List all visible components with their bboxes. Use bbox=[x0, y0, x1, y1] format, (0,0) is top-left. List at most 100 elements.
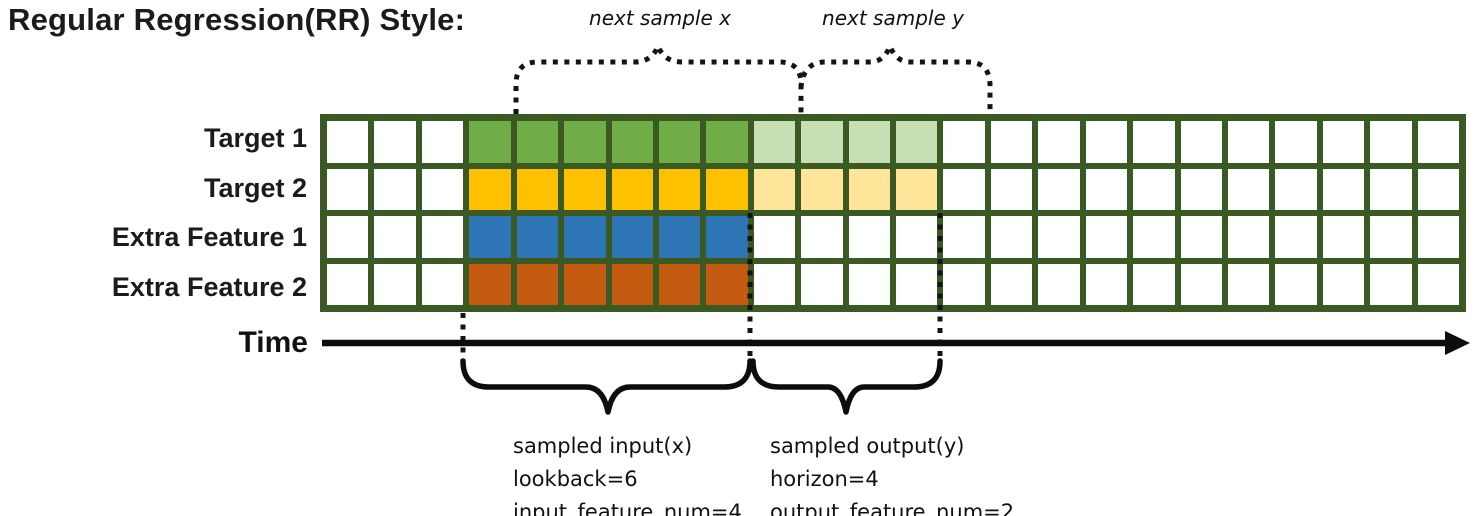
grid-cell bbox=[801, 168, 843, 210]
grid-cell bbox=[1038, 121, 1080, 163]
grid-cell bbox=[1227, 168, 1270, 210]
lookback-line: lookback=6 bbox=[513, 467, 638, 491]
grid-cell bbox=[753, 263, 796, 305]
next-sample-x-brace bbox=[513, 38, 804, 114]
next-sample-y-label: next sample y bbox=[822, 6, 964, 30]
grid-cell bbox=[374, 263, 416, 305]
grid-cell bbox=[421, 263, 464, 305]
grid-cell bbox=[1180, 121, 1222, 163]
row-label-extra1: Extra Feature 1 bbox=[111, 222, 307, 253]
grid-cell bbox=[564, 263, 606, 305]
grid-cell bbox=[421, 216, 464, 258]
sampled-output-brace bbox=[750, 358, 943, 415]
grid-cell bbox=[658, 263, 701, 305]
grid-cell bbox=[469, 168, 511, 210]
grid-cell bbox=[516, 263, 559, 305]
grid-cell bbox=[1322, 121, 1365, 163]
grid-cell bbox=[896, 263, 938, 305]
grid-cell bbox=[374, 168, 416, 210]
grid-cell bbox=[421, 168, 464, 210]
grid-cell bbox=[1322, 216, 1365, 258]
next-sample-y-brace bbox=[798, 38, 993, 114]
grid-cell bbox=[801, 263, 843, 305]
grid-cell bbox=[1275, 263, 1317, 305]
grid-cell bbox=[327, 263, 369, 305]
grid-cell bbox=[374, 216, 416, 258]
grid-cell bbox=[1370, 263, 1412, 305]
grid-cell bbox=[706, 263, 748, 305]
grid-cell bbox=[896, 216, 938, 258]
grid-cell bbox=[1322, 263, 1365, 305]
grid-cell bbox=[611, 168, 653, 210]
grid-cell bbox=[753, 216, 796, 258]
grid-cell bbox=[706, 216, 748, 258]
grid-cell bbox=[327, 168, 369, 210]
grid-cell bbox=[1180, 168, 1222, 210]
grid-cell bbox=[1038, 216, 1080, 258]
sample-grid bbox=[320, 114, 1466, 312]
grid-cell bbox=[469, 263, 511, 305]
input-feature-line: input_feature_num=4 bbox=[513, 500, 742, 516]
grid-cell bbox=[1085, 216, 1128, 258]
grid-cell bbox=[896, 121, 938, 163]
grid-cell bbox=[1038, 263, 1080, 305]
grid-cell bbox=[374, 121, 416, 163]
grid-cell bbox=[943, 263, 985, 305]
grid-cell bbox=[943, 216, 985, 258]
grid-cell bbox=[706, 121, 748, 163]
grid-cell bbox=[943, 121, 985, 163]
grid-cell bbox=[1180, 216, 1222, 258]
grid-cell bbox=[990, 121, 1033, 163]
row-label-target1: Target 1 bbox=[203, 123, 307, 154]
grid-cell bbox=[658, 168, 701, 210]
grid-cell bbox=[1133, 121, 1175, 163]
grid-cell bbox=[469, 121, 511, 163]
grid-cell bbox=[753, 168, 796, 210]
grid-cell bbox=[1227, 121, 1270, 163]
grid-cell bbox=[516, 168, 559, 210]
grid-cell bbox=[1133, 216, 1175, 258]
grid-cell bbox=[1370, 121, 1412, 163]
grid-cell bbox=[990, 216, 1033, 258]
grid-cell bbox=[564, 121, 606, 163]
grid-cell bbox=[1275, 168, 1317, 210]
grid-cell bbox=[1085, 263, 1128, 305]
grid-cell bbox=[990, 263, 1033, 305]
grid-cell bbox=[1227, 263, 1270, 305]
grid-cell bbox=[1038, 168, 1080, 210]
grid-cell bbox=[1275, 216, 1317, 258]
row-label-target2: Target 2 bbox=[203, 172, 307, 203]
grid-cell bbox=[658, 121, 701, 163]
grid-cell bbox=[1085, 121, 1128, 163]
grid-cell bbox=[611, 216, 653, 258]
grid-cell bbox=[801, 121, 843, 163]
grid-cell bbox=[1275, 121, 1317, 163]
row-label-extra2: Extra Feature 2 bbox=[111, 271, 307, 302]
next-sample-x-label: next sample x bbox=[589, 6, 731, 30]
grid-cell bbox=[706, 168, 748, 210]
grid-cell bbox=[327, 121, 369, 163]
grid-cell bbox=[848, 263, 890, 305]
time-axis-arrowhead bbox=[1445, 331, 1470, 355]
grid-cell bbox=[1085, 168, 1128, 210]
grid-cell bbox=[658, 216, 701, 258]
grid-cell bbox=[516, 121, 559, 163]
page-title: Regular Regression(RR) Style: bbox=[8, 2, 466, 37]
grid-cell bbox=[1370, 216, 1412, 258]
grid-cell bbox=[848, 168, 890, 210]
grid-cell bbox=[753, 121, 796, 163]
grid-cell bbox=[990, 168, 1033, 210]
grid-cell bbox=[1227, 216, 1270, 258]
sampled-output-line: sampled output(y) bbox=[770, 434, 965, 458]
grid-cell bbox=[327, 216, 369, 258]
grid-cell bbox=[943, 168, 985, 210]
grid-cell bbox=[564, 216, 606, 258]
sampled-output-text: sampled output(y) horizon=4 output_featu… bbox=[770, 430, 1014, 516]
grid-cell bbox=[801, 216, 843, 258]
row-labels: Target 1 Target 2 Extra Feature 1 Extra … bbox=[0, 114, 307, 312]
grid-cell bbox=[848, 216, 890, 258]
grid-cell bbox=[1417, 263, 1459, 305]
grid-cell bbox=[1180, 263, 1222, 305]
sampled-input-text: sampled input(x) lookback=6 input_featur… bbox=[513, 430, 742, 516]
